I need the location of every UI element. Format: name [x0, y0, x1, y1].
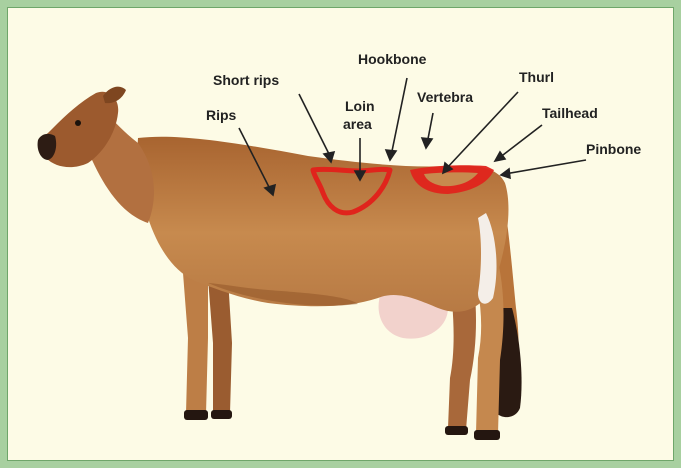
- label-rips: Rips: [206, 107, 237, 123]
- label-tailhead: Tailhead: [542, 105, 598, 121]
- front-leg-near: [183, 273, 208, 414]
- pointer-tailhead: [499, 125, 542, 158]
- diagram-frame: Short rips Rips Hookbone Loin area Verte…: [7, 7, 674, 461]
- hoof: [211, 410, 232, 419]
- label-hookbone: Hookbone: [358, 51, 427, 67]
- arrowhead: [422, 138, 432, 148]
- cow-eye: [75, 120, 81, 126]
- arrowhead: [495, 152, 505, 161]
- arrowhead: [501, 169, 510, 178]
- cow-illustration: [38, 87, 522, 440]
- pointer-short-rips: [299, 94, 331, 158]
- hoof: [474, 430, 500, 440]
- pointer-pinbone: [505, 160, 586, 174]
- label-loin-line1: Loin: [345, 98, 375, 114]
- hoof: [184, 410, 208, 420]
- label-vertebra: Vertebra: [417, 89, 473, 105]
- front-leg-far: [208, 278, 232, 413]
- label-loin-line2: area: [343, 116, 372, 132]
- label-thurl: Thurl: [519, 69, 554, 85]
- label-pinbone: Pinbone: [586, 141, 641, 157]
- pointer-hookbone: [391, 78, 407, 156]
- cow-ear: [103, 87, 126, 104]
- cow-anatomy-diagram: Short rips Rips Hookbone Loin area Verte…: [8, 8, 674, 461]
- arrowhead: [386, 150, 396, 160]
- hoof: [445, 426, 468, 435]
- label-short-rips: Short rips: [213, 72, 279, 88]
